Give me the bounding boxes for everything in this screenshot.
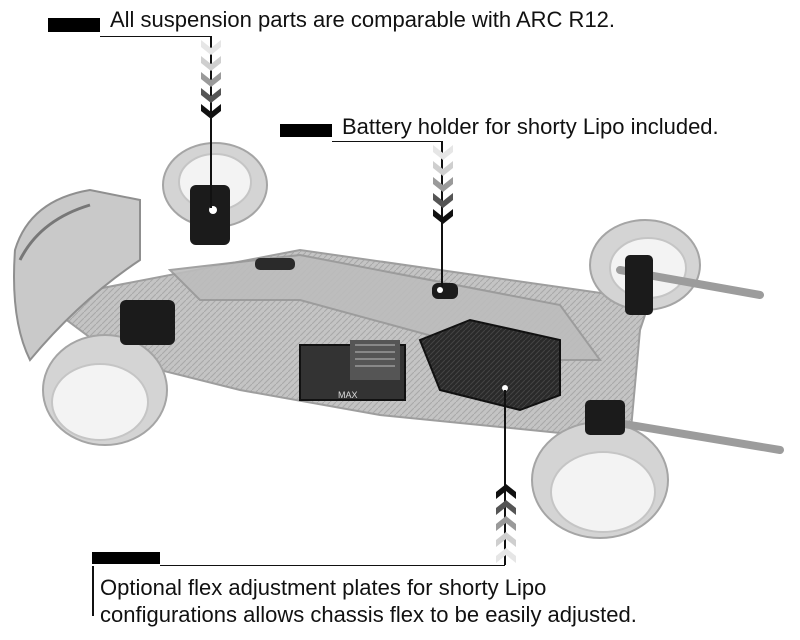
- leader-line-suspension-h: [100, 36, 210, 37]
- esc-label: MAX: [338, 390, 358, 400]
- callout-bar-flex: [92, 552, 160, 564]
- callout-bar-suspension: [48, 18, 100, 32]
- leader-line-flex-v: [504, 390, 506, 565]
- front-bumper: [13, 188, 141, 362]
- tire-front-left: [42, 334, 168, 446]
- battery-holder: [255, 258, 458, 299]
- chevron-down-icon: [433, 145, 453, 224]
- tire-rear-right: [531, 421, 669, 539]
- callout-suspension: All suspension parts are comparable with…: [110, 7, 616, 32]
- leader-line-flex-h: [160, 565, 505, 566]
- front-suspension-block: [120, 185, 230, 345]
- callout-flex-line1: Optional flex adjustment plates for shor…: [100, 575, 547, 600]
- leader-line-suspension-v: [210, 36, 212, 208]
- callout-battery: Battery holder for shorty Lipo included.: [342, 114, 719, 139]
- leader-line-battery-v: [441, 141, 443, 287]
- rear-suspension-block: [585, 255, 653, 435]
- leader-line-flex-left: [92, 566, 94, 616]
- esc-unit: MAX: [299, 340, 406, 401]
- chevron-down-icon: [201, 40, 221, 119]
- callout-flex-line2: configurations allows chassis flex to be…: [100, 602, 637, 627]
- chevron-up-icon: [496, 484, 516, 563]
- callout-bar-battery: [280, 124, 332, 137]
- leader-line-battery-h: [332, 141, 442, 142]
- flex-plate: [418, 318, 561, 412]
